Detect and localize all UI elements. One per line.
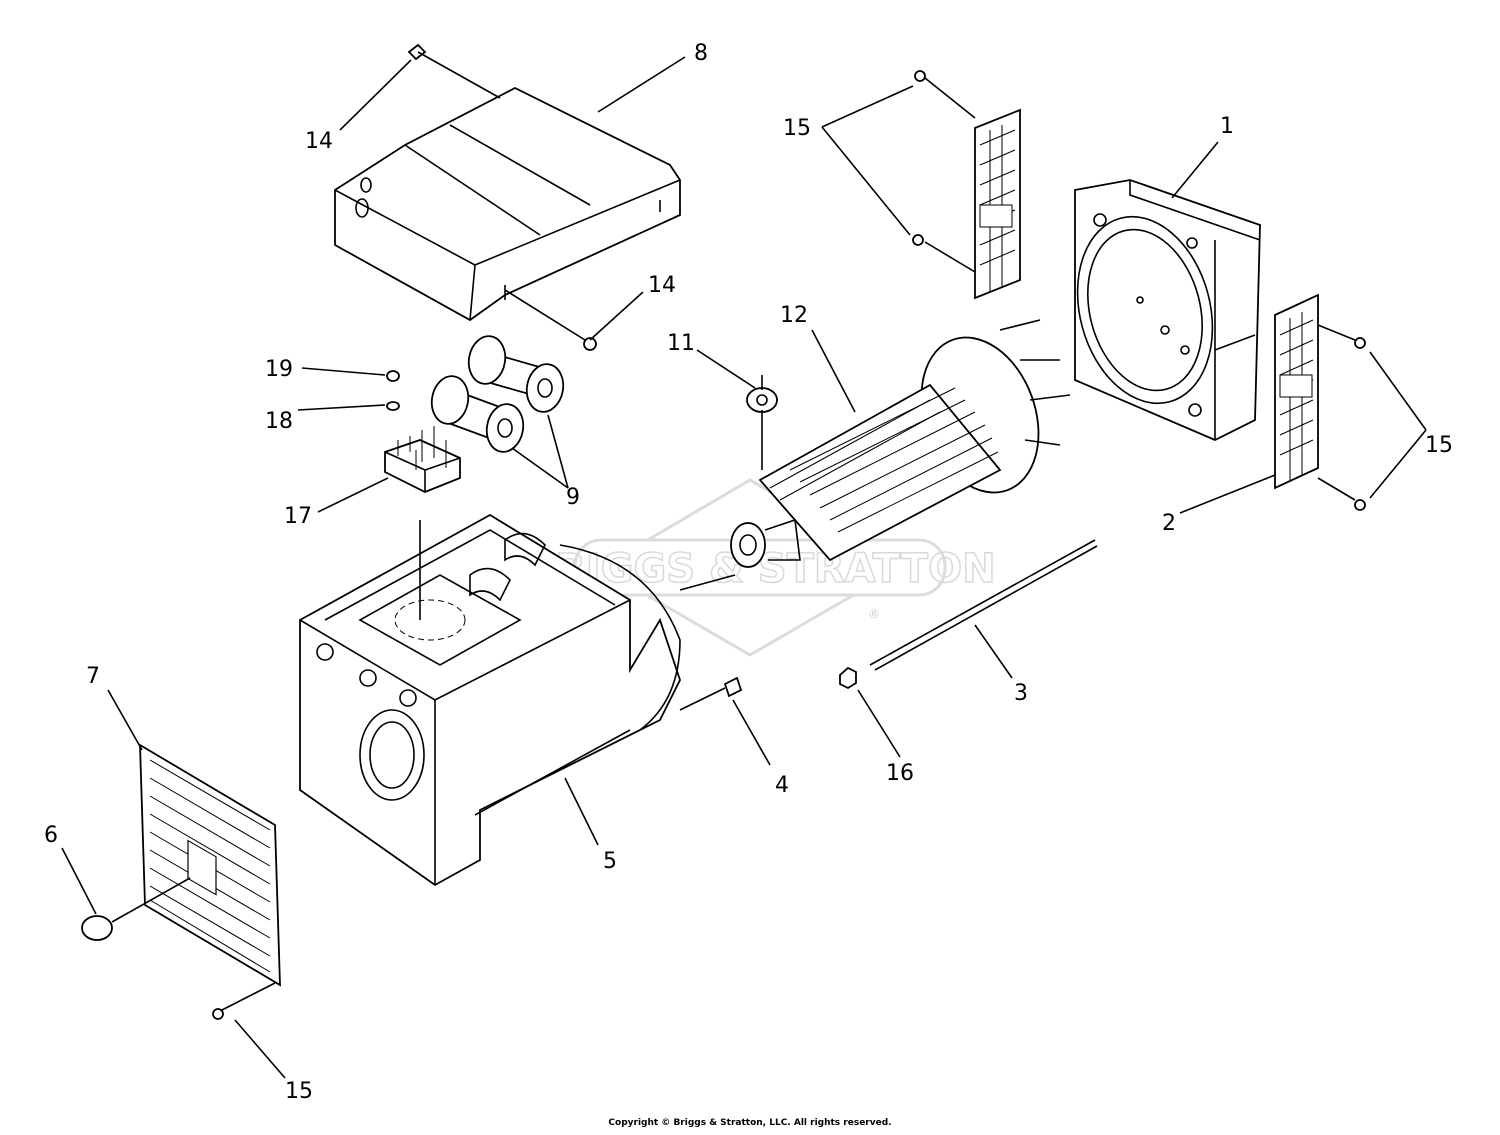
part-7-end-grille — [139, 743, 281, 987]
part-14-screw-top — [407, 43, 501, 99]
callout-19: 19 — [265, 357, 293, 382]
leader-lines — [61, 56, 1427, 1079]
part-4-bolt — [679, 676, 743, 711]
part-16-nut — [839, 666, 857, 690]
callout-12: 12 — [780, 303, 808, 328]
watermark-registered: ® — [868, 607, 880, 621]
part-17-terminal-block — [384, 426, 461, 493]
callout-15-right: 15 — [1425, 433, 1453, 458]
callout-6: 6 — [44, 823, 58, 848]
callout-14-side: 14 — [648, 273, 676, 298]
part-12-rotor — [679, 319, 1071, 591]
callout-17: 17 — [284, 504, 312, 529]
callout-2: 2 — [1162, 511, 1176, 536]
callout-18: 18 — [265, 409, 293, 434]
callout-16: 16 — [886, 761, 914, 786]
part-9-capacitors — [430, 335, 565, 453]
callout-5: 5 — [603, 849, 617, 874]
callout-numbers: 1 2 3 4 5 6 7 8 9 11 12 14 14 15 15 15 1… — [44, 41, 1453, 1104]
callout-7: 7 — [86, 664, 100, 689]
part-8-top-cover — [334, 86, 681, 322]
callout-3: 3 — [1014, 681, 1028, 706]
callout-15-upper: 15 — [783, 116, 811, 141]
part-18-washer — [386, 401, 400, 411]
copyright-notice: Copyright © Briggs & Stratton, LLC. All … — [608, 1118, 892, 1128]
part-5-stator-housing — [299, 513, 681, 887]
callout-1: 1 — [1220, 114, 1234, 139]
part-2-right-grille — [1274, 293, 1366, 511]
part-15-screw-bottom — [212, 982, 276, 1020]
part-6-plug — [81, 877, 191, 941]
callout-4: 4 — [775, 773, 789, 798]
callout-15-bottom: 15 — [285, 1079, 313, 1104]
callout-8: 8 — [694, 41, 708, 66]
callout-14-top: 14 — [305, 129, 333, 154]
part-14-screw-side — [504, 289, 597, 351]
part-1-end-bracket — [1074, 179, 1261, 441]
part-11-brush-holder — [746, 375, 778, 470]
callout-9: 9 — [566, 485, 580, 510]
part-19-nut — [386, 370, 400, 382]
part-15-upper-grille — [912, 70, 1021, 300]
part-3-through-bolt — [869, 539, 1098, 671]
callout-11: 11 — [667, 331, 695, 356]
